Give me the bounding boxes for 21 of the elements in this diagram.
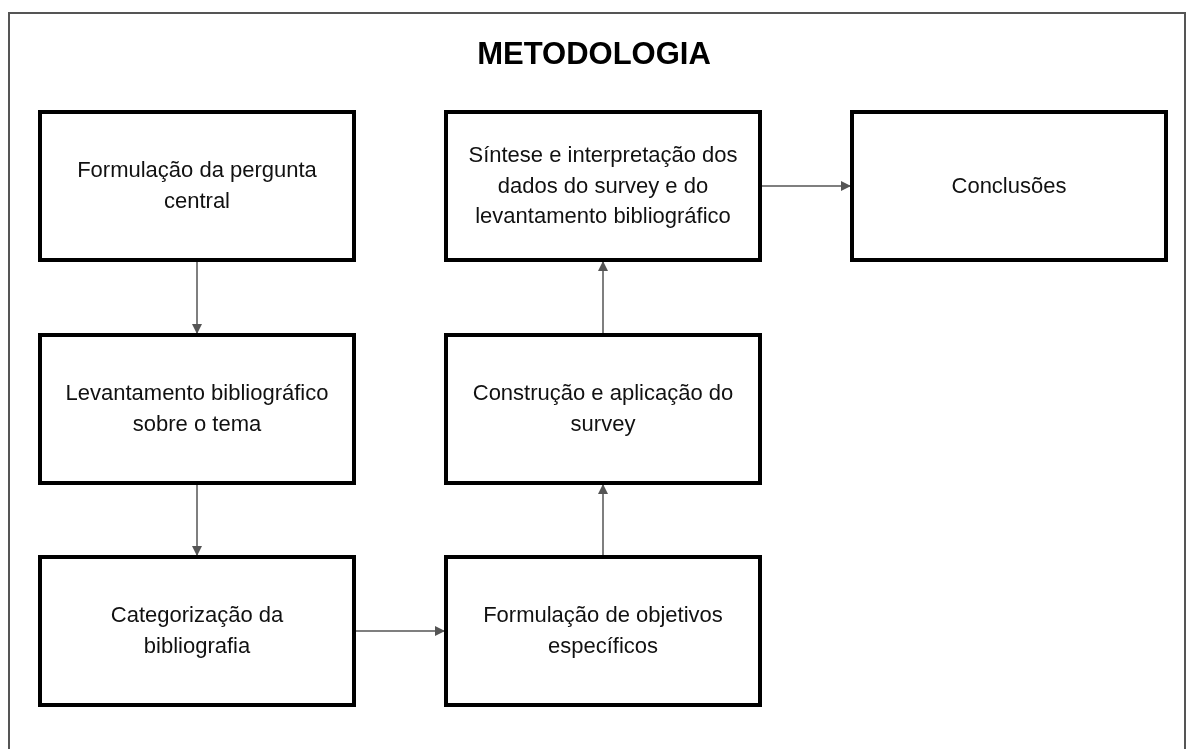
process-box	[38, 555, 356, 707]
arrow	[192, 484, 202, 556]
box-text: Construção e aplicação do survey	[471, 379, 735, 438]
process-box	[38, 110, 356, 262]
arrow	[598, 484, 608, 556]
box-text: Formulação de objetivos específicos	[482, 601, 724, 660]
process-box	[444, 333, 762, 485]
arrow	[355, 626, 445, 636]
box-text: Formulação da pergunta central	[76, 156, 318, 215]
diagram-title: METODOLOGIA	[476, 36, 712, 72]
box-text: Categorização da bibliografia	[109, 601, 285, 660]
box-text: Conclusões	[951, 171, 1067, 200]
process-box	[38, 333, 356, 485]
process-box	[850, 110, 1168, 262]
arrow	[761, 181, 851, 191]
arrow	[598, 261, 608, 334]
process-box	[444, 110, 762, 262]
arrow	[192, 261, 202, 334]
box-text: Síntese e interpretação dos dados do survey e do levantamento bibliográfico	[467, 140, 739, 231]
box-text: Levantamento bibliográfico sobre o tema	[64, 379, 330, 438]
process-box	[444, 555, 762, 707]
